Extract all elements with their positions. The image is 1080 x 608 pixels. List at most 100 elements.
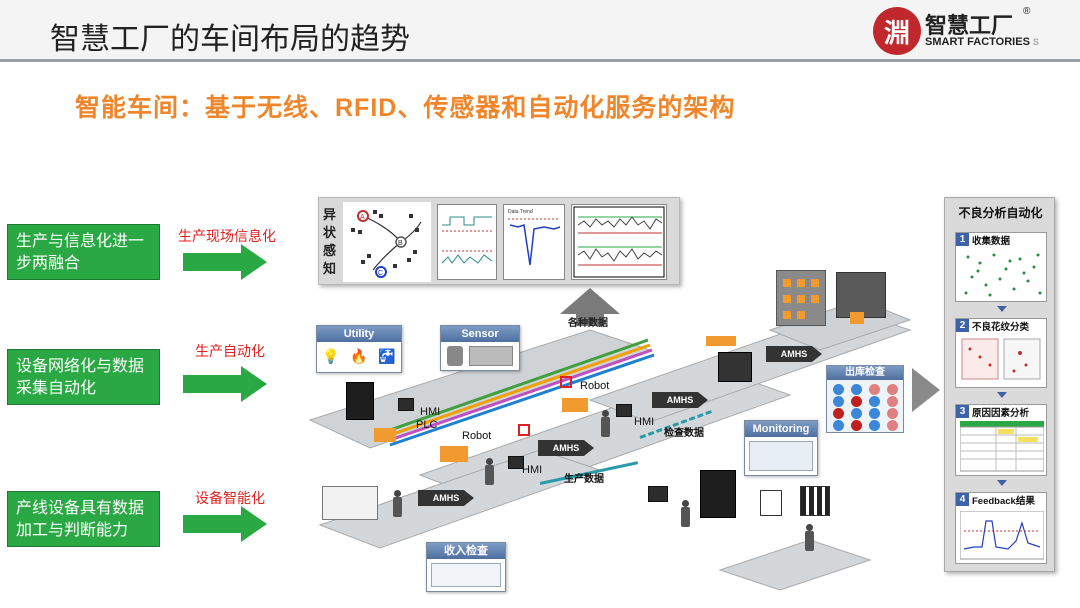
step-number: 3: [956, 405, 969, 418]
up-arrow-icon: [560, 288, 620, 314]
rfid-marker: [560, 376, 572, 388]
logo-fragment: S: [1032, 37, 1039, 47]
svg-text:B: B: [398, 240, 403, 247]
svg-text:A: A: [360, 214, 365, 221]
defect-analysis-title: 不良分析自动化: [958, 206, 1043, 220]
step-number: 2: [956, 319, 969, 332]
label-device-intelligence: 设备智能化: [195, 490, 265, 506]
storage-rack: [776, 270, 826, 326]
robot-label-2: Robot: [580, 380, 610, 392]
node-c: [375, 266, 387, 278]
inspection-status-dot: [851, 396, 862, 407]
right-arrow-icon: [183, 506, 267, 542]
incoming-inspection-screen: [431, 563, 501, 587]
inspection-status-dot: [833, 384, 844, 395]
delivery-truck-icon: [322, 486, 378, 520]
step-label: 原因因素分析: [972, 408, 1030, 419]
anomaly-sensing-panel: 异状感知 A B C: [318, 197, 680, 285]
inspection-status-dot: [851, 420, 862, 431]
right-arrow-icon: [183, 366, 267, 402]
network-graph-icon: A B C: [351, 210, 422, 278]
down-arrow-icon: [997, 480, 1007, 486]
robot-arm: [706, 336, 736, 346]
page-title: 智慧工厂的车间布局的趋势: [50, 23, 410, 56]
monitor-icon: [648, 486, 668, 502]
step-defect-pattern: 2 不良花纹分类: [955, 318, 1047, 388]
inspection-status-dot: [887, 384, 898, 395]
defect-analysis-panel: 不良分析自动化 1 收集数据 2 不良花纹分类 3: [944, 197, 1055, 572]
chart-panel-2: Data Trend: [503, 204, 565, 280]
incoming-inspection-title: 收入检查: [427, 543, 505, 559]
step-label: 收集数据: [972, 236, 1011, 247]
inspection-status-dot: [869, 396, 880, 407]
node-b: [395, 236, 407, 248]
logo-registered-mark: ®: [1023, 6, 1031, 17]
robot-1: [440, 446, 468, 462]
sensor-card-title: Sensor: [441, 326, 519, 342]
plc-box: [374, 428, 396, 442]
operator-figure: [680, 500, 690, 528]
storage-shelf: [836, 272, 886, 318]
logo-seal-icon: 淵: [873, 7, 921, 55]
faucet-icon: 🚰: [378, 348, 396, 364]
inspection-status-dot: [869, 384, 880, 395]
anomaly-label: 异状感知: [323, 207, 337, 276]
inspection-status-dot: [887, 408, 898, 419]
hmi-monitor-icon: [508, 456, 524, 469]
chart-panel-1: [437, 204, 497, 280]
operator-figure: [484, 458, 494, 486]
operator-figure: [392, 490, 402, 518]
sensor-unit-icon: [469, 346, 513, 366]
cargo-box: [850, 312, 864, 324]
monitoring-card-title: Monitoring: [745, 421, 817, 437]
sensor-icons: [441, 342, 519, 370]
right-arrow-icon: [183, 244, 267, 280]
box-network-automation: 设备网络化与数据采集自动化: [7, 349, 160, 405]
inspection-status-dot: [869, 420, 880, 431]
inspection-status-dot: [833, 396, 844, 407]
operator-figure: [600, 410, 610, 438]
hmi-label: HMI: [634, 416, 655, 428]
server-cluster: [700, 470, 736, 518]
feedback-chart-icon: [960, 511, 1044, 560]
robot-2: [562, 398, 588, 412]
svg-text:C: C: [378, 270, 383, 277]
label-production-automation: 生产自动化: [195, 343, 265, 359]
utility-card-title: Utility: [317, 326, 401, 342]
up-arrow-stem: [576, 312, 604, 326]
plc-label: PLC: [416, 419, 438, 431]
equipment-rack: [718, 352, 752, 382]
outgoing-inspection-card: 出库检查: [826, 365, 904, 433]
down-arrow-icon: [997, 392, 1007, 398]
utility-icons: 💡🔥🚰: [317, 342, 401, 365]
calendar-grid-icon: [800, 486, 830, 516]
step-label: Feedback结果: [972, 496, 1035, 507]
operator-figure: [804, 524, 814, 552]
outgoing-inspection-title: 出库检查: [827, 366, 903, 380]
analysis-table-icon: [960, 421, 1044, 472]
server-rack: [346, 382, 374, 420]
inspection-status-dot: [833, 420, 844, 431]
hmi-label: HMI: [522, 464, 543, 476]
step-number: 1: [956, 233, 969, 246]
sensor-card: Sensor: [440, 325, 520, 371]
inspection-status-dot: [869, 408, 880, 419]
flow-label-various-data: 各种数据: [568, 318, 608, 329]
sensor-device-icon: [447, 346, 463, 366]
fire-icon: 🔥: [350, 348, 368, 364]
inspection-status-dot: [833, 408, 844, 419]
scatter-dots-icon: [964, 253, 1042, 297]
slide-subtitle: 智能车间：基于无线、RFID、传感器和自动化服务的架构: [75, 94, 736, 122]
step-number: 4: [956, 493, 969, 506]
amhs-arrow: AMHS: [418, 490, 474, 506]
inspection-status-dot: [887, 396, 898, 407]
amhs-arrow: AMHS: [766, 346, 822, 362]
amhs-arrow: AMHS: [652, 392, 708, 408]
down-arrow-icon: [997, 306, 1007, 312]
box-device-intelligence: 产线设备具有数据加工与判断能力: [7, 491, 160, 547]
right-arrow-icon: [912, 368, 940, 412]
utility-card: Utility 💡🔥🚰: [316, 325, 402, 373]
